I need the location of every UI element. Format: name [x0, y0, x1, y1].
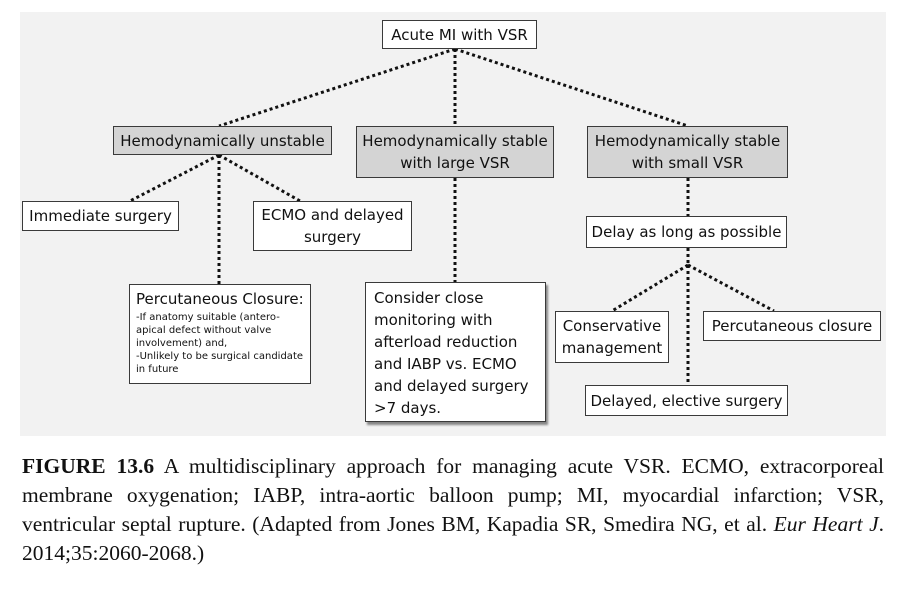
conservative-management-node: Conservative management	[555, 311, 669, 363]
root-node: Acute MI with VSR	[382, 20, 537, 49]
connector-root-unstable	[218, 47, 456, 128]
connector-unstable-ecmo	[218, 153, 301, 203]
connector-unstable-immediate	[129, 153, 220, 203]
caption-text-2: . 2014;35:2060-2068.)	[22, 512, 885, 565]
connector-root-stable-small	[454, 47, 689, 128]
connector-delay-percutaneous	[687, 263, 775, 313]
branch-stable-small: Hemodynamically stable with small VSR	[587, 126, 788, 178]
branch-stable-large: Hemodynamically stable with large VSR	[356, 126, 554, 178]
caption-text-1: A multidisciplinary approach for managin…	[22, 454, 884, 536]
percutaneous-closure-small-node: Percutaneous closure	[703, 311, 881, 341]
connector-delay-conservative	[611, 263, 689, 313]
ecmo-delayed-surgery-node: ECMO and delayed surgery	[253, 201, 412, 251]
figure-caption: FIGURE 13.6 A multidisciplinary approach…	[22, 452, 884, 568]
percutaneous-closure-title: Percutaneous Closure:	[136, 290, 304, 308]
percutaneous-closure-notes: -If anatomy suitable (antero- apical def…	[136, 312, 304, 375]
delay-node: Delay as long as possible	[586, 216, 787, 248]
close-monitoring-node: Consider close monitoring with afterload…	[365, 282, 546, 422]
immediate-surgery-node: Immediate surgery	[22, 201, 179, 231]
branch-unstable: Hemodynamically unstable	[113, 126, 332, 155]
percutaneous-closure-node: Percutaneous Closure: -If anatomy suitab…	[129, 284, 311, 384]
elective-surgery-node: Delayed, elective surgery	[585, 385, 788, 416]
caption-journal: Eur Heart J	[773, 512, 879, 536]
figure-label: FIGURE 13.6	[22, 454, 155, 478]
